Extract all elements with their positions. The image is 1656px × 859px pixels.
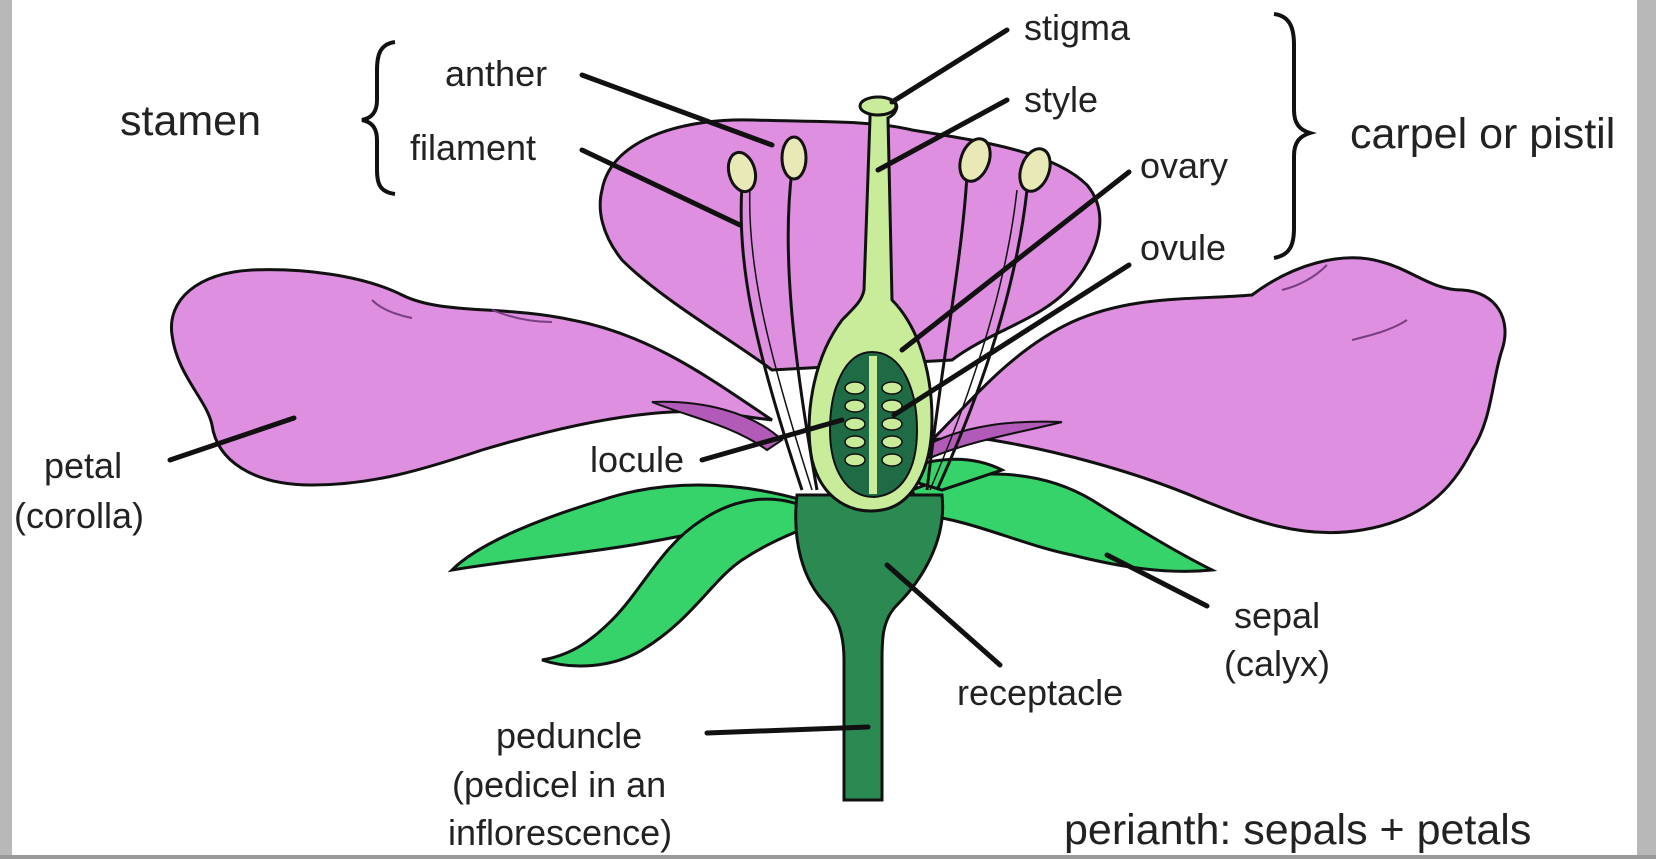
- stamen-label: stamen: [120, 97, 261, 145]
- receptacle-leader: [887, 565, 1000, 665]
- right-sepal: [912, 474, 1212, 571]
- petal-label: petal: [44, 445, 122, 486]
- ovary-septum: [869, 356, 877, 494]
- anther-label: anther: [445, 53, 547, 94]
- sepal-label: sepal: [1234, 595, 1320, 636]
- ovary-label: ovary: [1140, 145, 1228, 186]
- filament-label: filament: [410, 127, 536, 168]
- peduncle-label-line3: inflorescence): [448, 812, 672, 853]
- peduncle-label-line1: peduncle: [496, 715, 642, 756]
- stigma-leader: [892, 30, 1007, 102]
- stigma-label: stigma: [1024, 7, 1131, 48]
- receptacle-shape: [796, 495, 943, 800]
- corolla-label: (corolla): [14, 495, 144, 536]
- carpel-label: carpel or pistil: [1350, 110, 1615, 158]
- receptacle-label: receptacle: [957, 672, 1123, 713]
- flower-diagram: stamen anther filament stigma style ovar…: [12, 0, 1637, 859]
- stigma-tip: [860, 97, 896, 115]
- frame-bottom-border: [0, 855, 1656, 859]
- locule-label: locule: [590, 439, 684, 480]
- carpel-brace: [1274, 14, 1310, 258]
- ovule-label: ovule: [1140, 227, 1226, 268]
- stamen-brace: [362, 42, 395, 194]
- receptacle-peduncle: [796, 495, 943, 800]
- calyx-label: (calyx): [1224, 643, 1330, 684]
- style-label: style: [1024, 79, 1098, 120]
- anther-2: [782, 137, 806, 179]
- perianth-label: perianth: sepals + petals: [1064, 806, 1531, 854]
- peduncle-label-line2: (pedicel in an: [452, 764, 666, 805]
- diagram-canvas: stamen anther filament stigma style ovar…: [12, 0, 1637, 859]
